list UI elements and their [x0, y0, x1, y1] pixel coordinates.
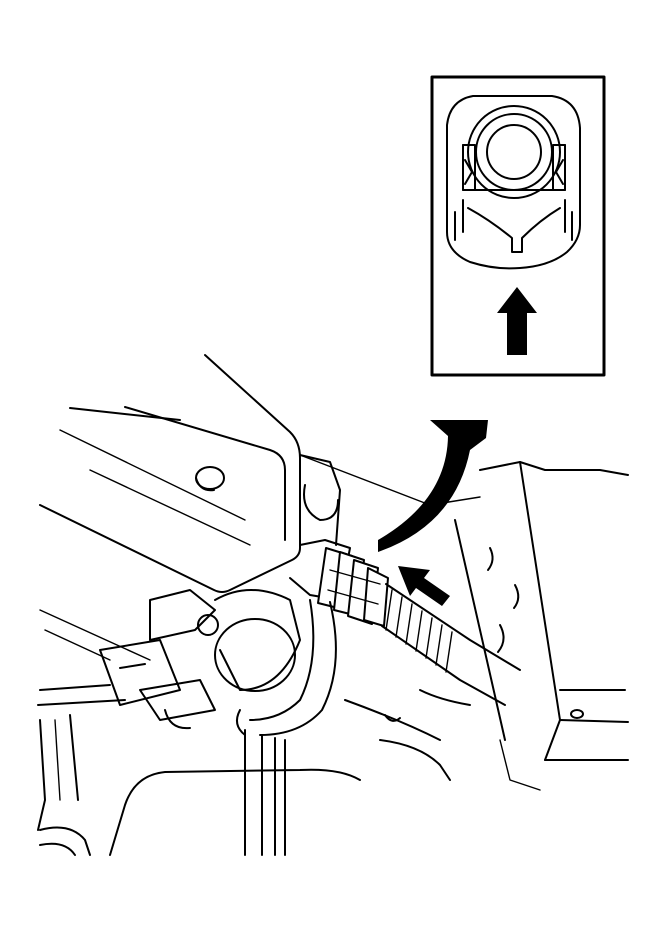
corrugated-hose — [381, 583, 521, 706]
inset-frame — [430, 75, 606, 377]
frame-rail-right — [454, 461, 629, 761]
quick-connector — [317, 547, 389, 627]
underbody-main-view — [37, 354, 629, 856]
direction-arrow-curved — [378, 420, 488, 552]
vertical-pipes — [235, 599, 337, 856]
fuel-line-assembly — [289, 539, 521, 706]
lower-crossmember — [37, 689, 541, 856]
direction-arrow-push — [398, 566, 450, 606]
pump-bracket-assembly — [37, 589, 301, 730]
inset-detail-view — [430, 75, 606, 377]
connector-end-view — [446, 95, 581, 270]
tank-housing — [39, 354, 481, 593]
direction-arrow-up — [497, 287, 537, 355]
